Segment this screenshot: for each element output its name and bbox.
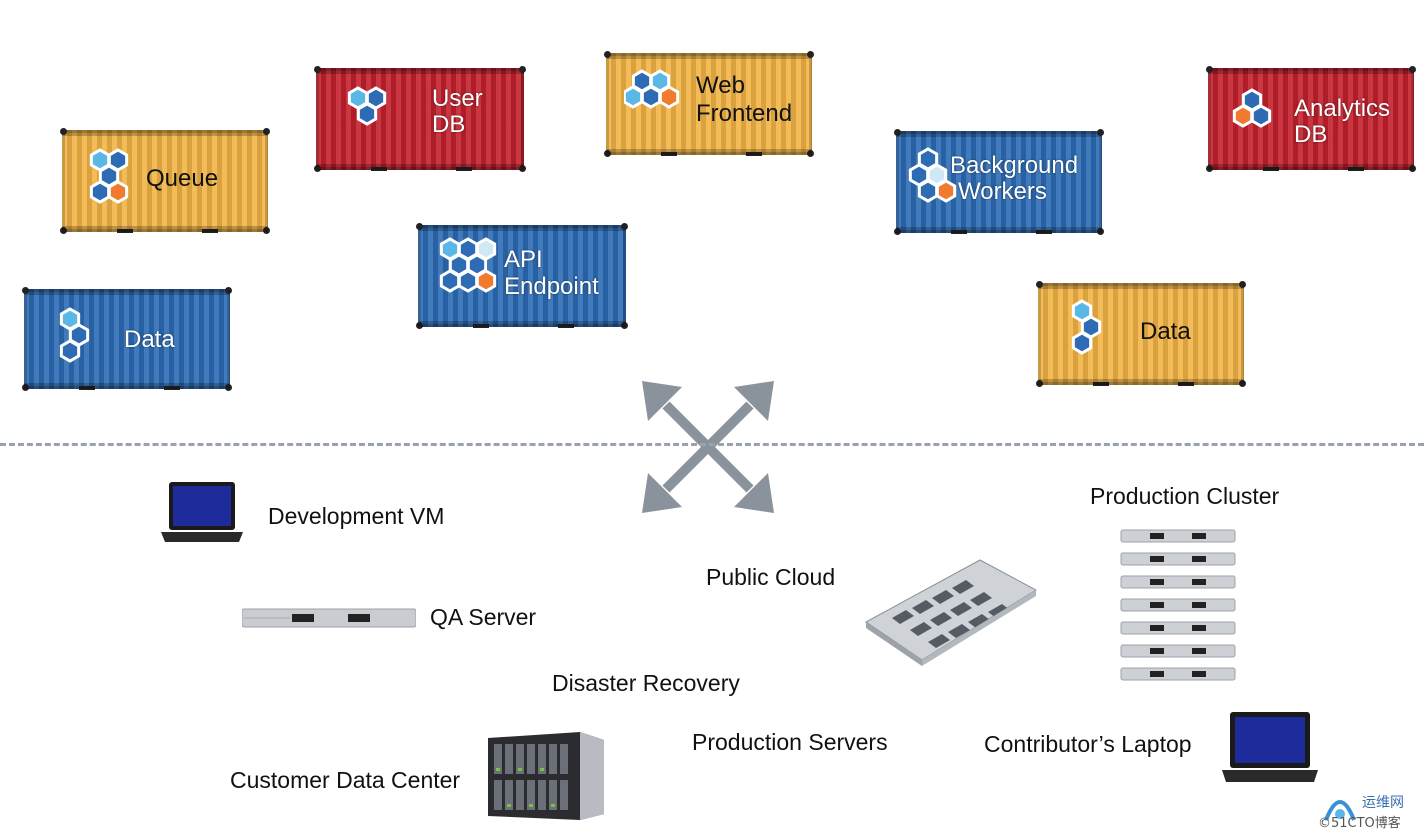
label-disaster-recovery: Disaster Recovery: [552, 670, 740, 696]
container-background-workers: Background Workers: [894, 129, 1104, 235]
server-cluster-icon: [1120, 529, 1236, 681]
label-qa-server: QA Server: [430, 604, 537, 630]
container-label-line2: Endpoint: [504, 273, 599, 300]
label-contributors-laptop: Contributor’s Laptop: [984, 731, 1192, 757]
container-label-line2: DB: [432, 111, 466, 138]
watermark-logo-icon: [1324, 800, 1356, 821]
watermark-subtext: ©51CTO博客: [1318, 816, 1401, 831]
four-way-arrows-icon: [642, 381, 774, 513]
blade-server-icon: [488, 732, 604, 820]
container-label-line1: Background: [950, 152, 1079, 179]
container-web-frontend: Web Frontend: [604, 51, 814, 157]
label-customer-data-center: Customer Data Center: [230, 767, 461, 793]
container-user-db: User DB: [314, 66, 526, 172]
hexagon-logo-icon: [89, 148, 129, 204]
container-label-line1: API: [504, 246, 543, 273]
label-development-vm: Development VM: [268, 503, 445, 529]
laptop-icon: [161, 482, 243, 542]
label-public-cloud: Public Cloud: [706, 564, 836, 590]
container-queue: Queue: [60, 128, 270, 234]
hexagon-logo-icon: [347, 86, 387, 126]
datacenter-icon: [865, 559, 1038, 666]
container-label: Data: [1140, 318, 1191, 345]
hexagon-logo-icon: [1232, 88, 1272, 128]
hexagon-logo-icon: [1071, 299, 1102, 355]
container-analytics-db: Analytics DB: [1206, 66, 1416, 172]
watermark-text: 运维网: [1362, 795, 1404, 811]
container-label-line1: Web: [696, 72, 745, 99]
container-data-left: Data: [22, 287, 232, 391]
rack-server-icon: [242, 608, 416, 628]
container-label-line1: User: [432, 85, 483, 112]
container-label-line1: Analytics: [1294, 95, 1391, 122]
laptop-icon: [1222, 712, 1318, 782]
container-label-line2: Frontend: [696, 100, 793, 127]
label-production-servers: Production Servers: [692, 729, 888, 755]
container-label: Queue: [146, 165, 219, 192]
container-label-line2: Workers: [958, 178, 1047, 205]
hexagon-logo-icon: [439, 237, 497, 293]
hexagon-logo-icon: [59, 307, 90, 363]
label-production-cluster: Production Cluster: [1090, 483, 1280, 509]
container-label-line2: DB: [1294, 121, 1328, 148]
container-label: Data: [124, 326, 175, 353]
divider-line: [0, 443, 1424, 446]
hexagon-logo-icon: [624, 69, 680, 109]
container-data-right: Data: [1036, 281, 1246, 387]
container-api-endpoint: API Endpoint: [416, 223, 628, 329]
